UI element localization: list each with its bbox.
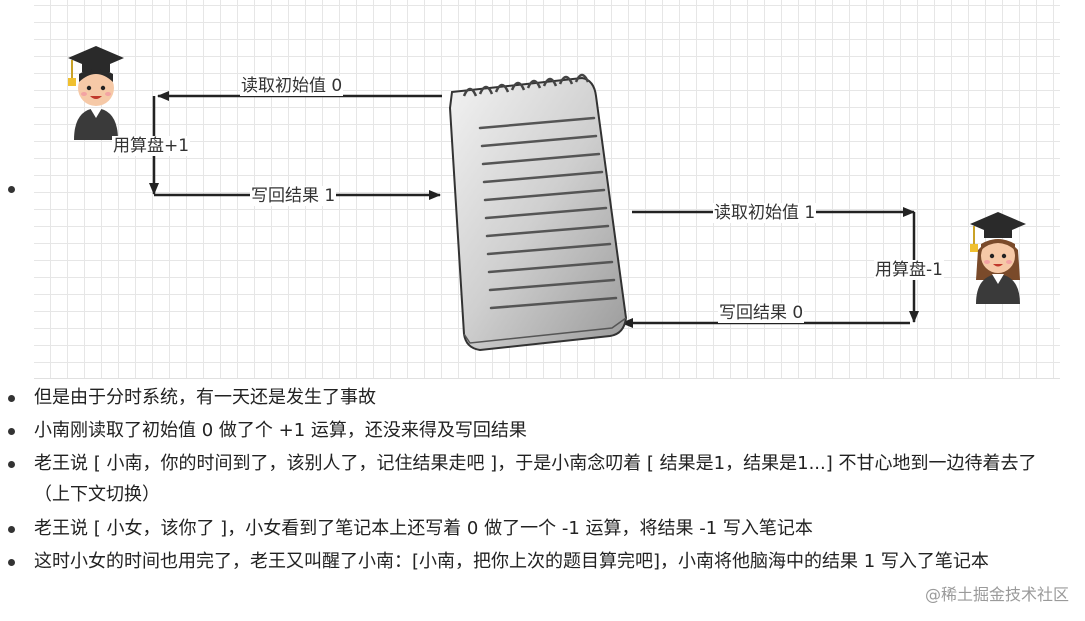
left-read-label: 读取初始值 0 xyxy=(240,76,344,96)
bullet-marker xyxy=(8,526,15,533)
diagram-bullet xyxy=(8,186,15,193)
bullet-marker xyxy=(8,559,15,566)
concurrency-diagram: 读取初始值 0 用算盘+1 写回结果 1 读取初始值 1 用算盘-1 写回结果 … xyxy=(34,0,1060,379)
list-item: 老王说 [ 小南，你的时间到了，该别人了，记住结果走吧 ]，于是小南念叨着 [ … xyxy=(34,453,1037,505)
left-calc-label: 用算盘+1 xyxy=(112,136,191,156)
notebook-icon xyxy=(448,73,628,352)
bullet-marker xyxy=(8,428,15,435)
list-item: 但是由于分时系统，有一天还是发生了事故 xyxy=(34,387,376,408)
right-write-label: 写回结果 0 xyxy=(718,303,805,323)
graduate-boy-icon xyxy=(68,46,124,140)
bullet-marker xyxy=(8,461,15,468)
watermark: @稀土掘金技术社区 xyxy=(924,585,1069,604)
right-calc-label: 用算盘-1 xyxy=(874,260,944,280)
graduate-girl-icon xyxy=(970,212,1026,304)
list-item: 这时小女的时间也用完了，老王又叫醒了小南：[小南，把你上次的题目算完吧]，小南将… xyxy=(34,551,989,572)
bullet-marker xyxy=(8,395,15,402)
left-write-label: 写回结果 1 xyxy=(250,186,337,206)
right-read-label: 读取初始值 1 xyxy=(713,203,817,223)
diagram-svg xyxy=(68,46,1026,352)
list-item: 老王说 [ 小女，该你了 ]，小女看到了笔记本上还写着 0 做了一个 -1 运算… xyxy=(34,518,813,539)
list-item: 小南刚读取了初始值 0 做了个 +1 运算，还没来得及写回结果 xyxy=(34,420,527,441)
